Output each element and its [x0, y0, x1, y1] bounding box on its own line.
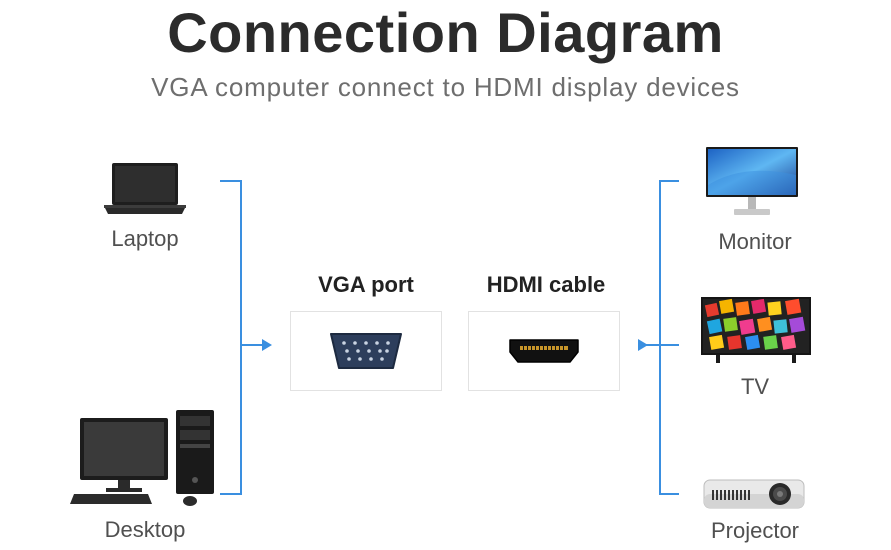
vga-port-box: [290, 311, 442, 391]
laptop-icon: [100, 160, 190, 218]
display-label-projector: Projector: [710, 518, 800, 543]
vga-port-label: VGA port: [318, 272, 414, 297]
arrow-right-icon: [638, 339, 648, 351]
page-subtitle: VGA computer connect to HDMI display dev…: [151, 72, 740, 102]
hdmi-cable-box: [468, 311, 620, 391]
page-title: Connection Diagram: [167, 1, 724, 64]
tv-icon: [700, 296, 812, 364]
hdmi-port-icon: [509, 339, 579, 363]
display-label-monitor: Monitor: [718, 229, 792, 254]
arrow-right-icon: [262, 339, 272, 351]
source-label-desktop: Desktop: [104, 517, 186, 542]
desktop-computer-icon: [70, 408, 218, 508]
hdmi-cable-label: HDMI cable: [486, 272, 606, 297]
projector-icon: [700, 474, 810, 512]
monitor-icon: [704, 145, 800, 219]
source-label-laptop: Laptop: [111, 226, 179, 251]
vga-port-icon: [330, 333, 402, 369]
display-label-tv: TV: [740, 374, 770, 399]
